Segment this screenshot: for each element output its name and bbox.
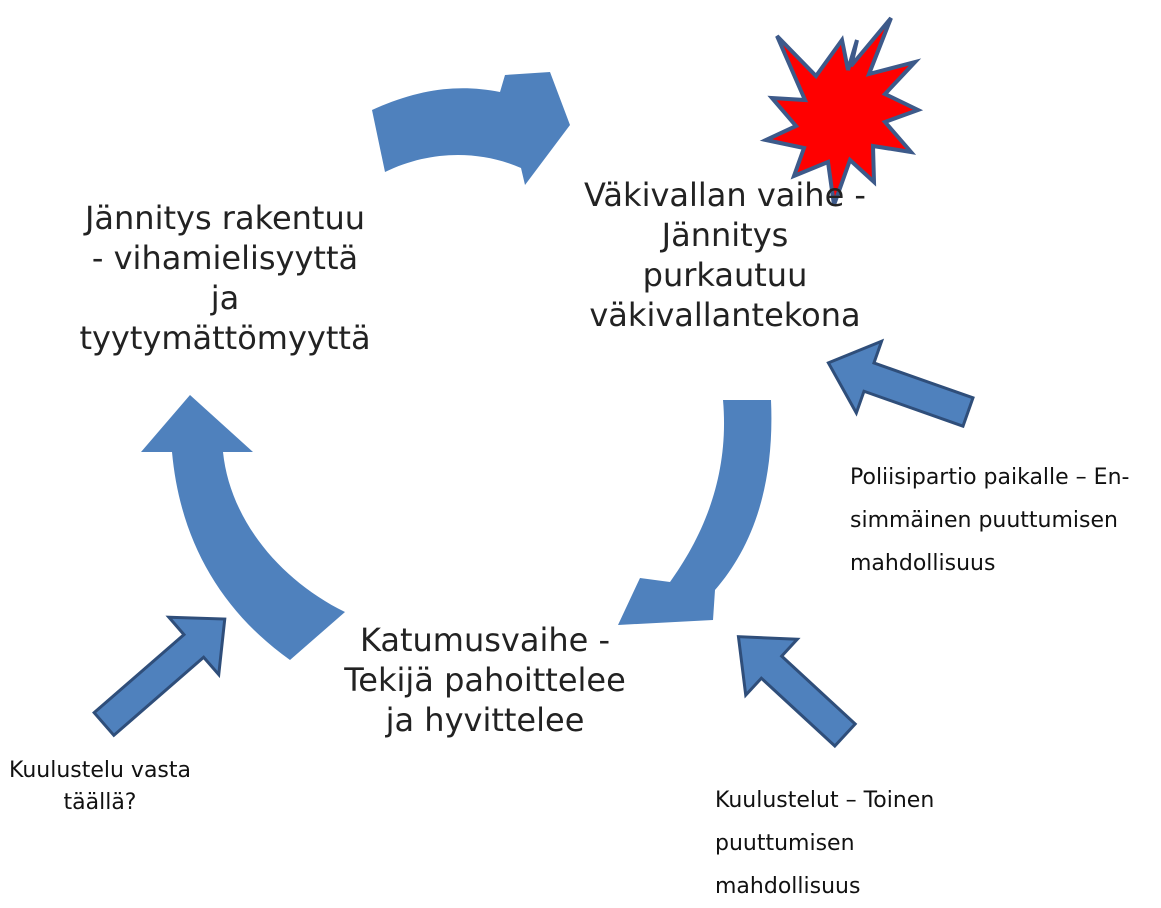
pointer-arrow-question bbox=[92, 615, 227, 738]
cycle-arrow-right bbox=[618, 400, 772, 625]
note-interrogation-question: Kuulustelu vasta täällä? bbox=[8, 758, 191, 815]
explosion-icon bbox=[759, 16, 924, 206]
stage-violence-text: Väkivallan vaihe - Jännitys purkautuu vä… bbox=[584, 176, 866, 334]
cycle-arrow-left bbox=[141, 395, 345, 660]
stage-remorse-text: Katumusvaihe - Tekijä pahoittelee ja hyv… bbox=[344, 621, 626, 739]
stage-tension-text: Jännitys rakentuu - vihamielisyyttä ja t… bbox=[79, 199, 371, 357]
note-interrogations: Kuulustelut – Toinen puuttumisen mahdoll… bbox=[715, 788, 935, 899]
cycle-arrow-top bbox=[372, 72, 570, 185]
pointer-arrow-interrogations bbox=[736, 635, 858, 749]
cycle-diagram bbox=[92, 16, 975, 749]
pointer-arrow-police bbox=[826, 338, 975, 429]
note-police-patrol: Poliisipartio paikalle – En-simmäinen pu… bbox=[850, 465, 1130, 576]
